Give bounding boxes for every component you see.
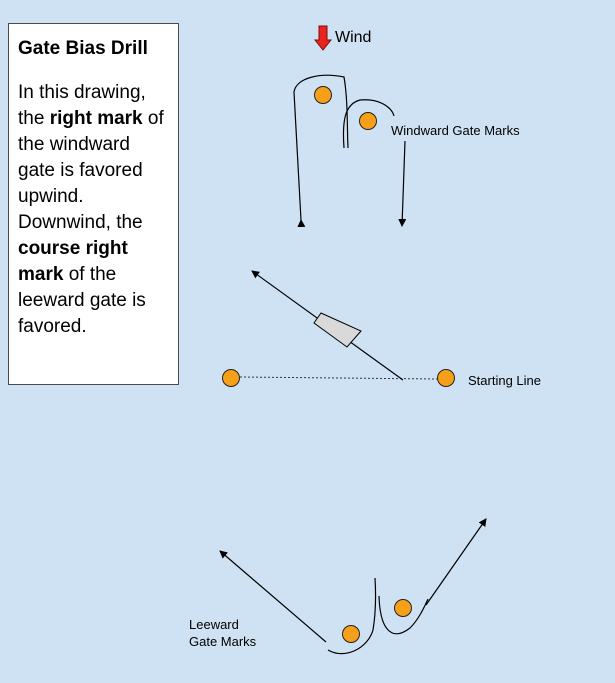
description-text: of the windward gate is favored upwind. … (18, 108, 164, 233)
leeward-marks-label-line2: Gate Marks (189, 634, 257, 649)
sailboat-icon (313, 312, 362, 348)
drill-title: Gate Bias Drill (18, 38, 148, 59)
starting-line (239, 376, 438, 380)
wind-indicator: Wind (313, 25, 371, 51)
starting-area: Starting Line (222, 270, 541, 388)
start-committee-mark (437, 369, 455, 387)
windward-right-run-arrow (398, 140, 407, 227)
start-pin-mark (222, 369, 240, 387)
leeward-right-beat-arrow (425, 518, 487, 606)
leeward-right-mark (394, 599, 412, 617)
leeward-left-run-arrow (219, 550, 327, 643)
starting-line-label: Starting Line (468, 373, 541, 388)
drill-description: In this drawing, the right mark of the w… (18, 80, 169, 340)
wind-label: Wind (335, 29, 371, 46)
leeward-left-mark (342, 625, 360, 643)
drill-info-box: Gate Bias Drill In this drawing, the rig… (8, 23, 179, 385)
windward-left-mark (314, 86, 332, 104)
leeward-marks-label-line1: Leeward (189, 617, 239, 632)
windward-right-rounding-path (342, 99, 395, 149)
wind-arrow-icon (313, 25, 333, 51)
windward-gate-marks: Windward Gate Marks (314, 86, 520, 138)
windward-right-mark (359, 112, 377, 130)
leeward-right-rounding-path (378, 595, 429, 635)
description-emphasis: right mark (49, 108, 143, 129)
windward-rounding-paths (293, 74, 407, 228)
leeward-left-rounding-path (327, 577, 377, 655)
description-text: In this drawing, the (18, 82, 146, 129)
description-emphasis: course right mark (18, 238, 128, 285)
leeward-gate-marks: Leeward Gate Marks (189, 599, 412, 649)
description-text: of the leeward gate is favored. (18, 264, 146, 337)
leeward-rounding-paths (219, 518, 487, 655)
windward-left-rounding-path (293, 74, 349, 228)
windward-marks-label: Windward Gate Marks (391, 123, 520, 138)
